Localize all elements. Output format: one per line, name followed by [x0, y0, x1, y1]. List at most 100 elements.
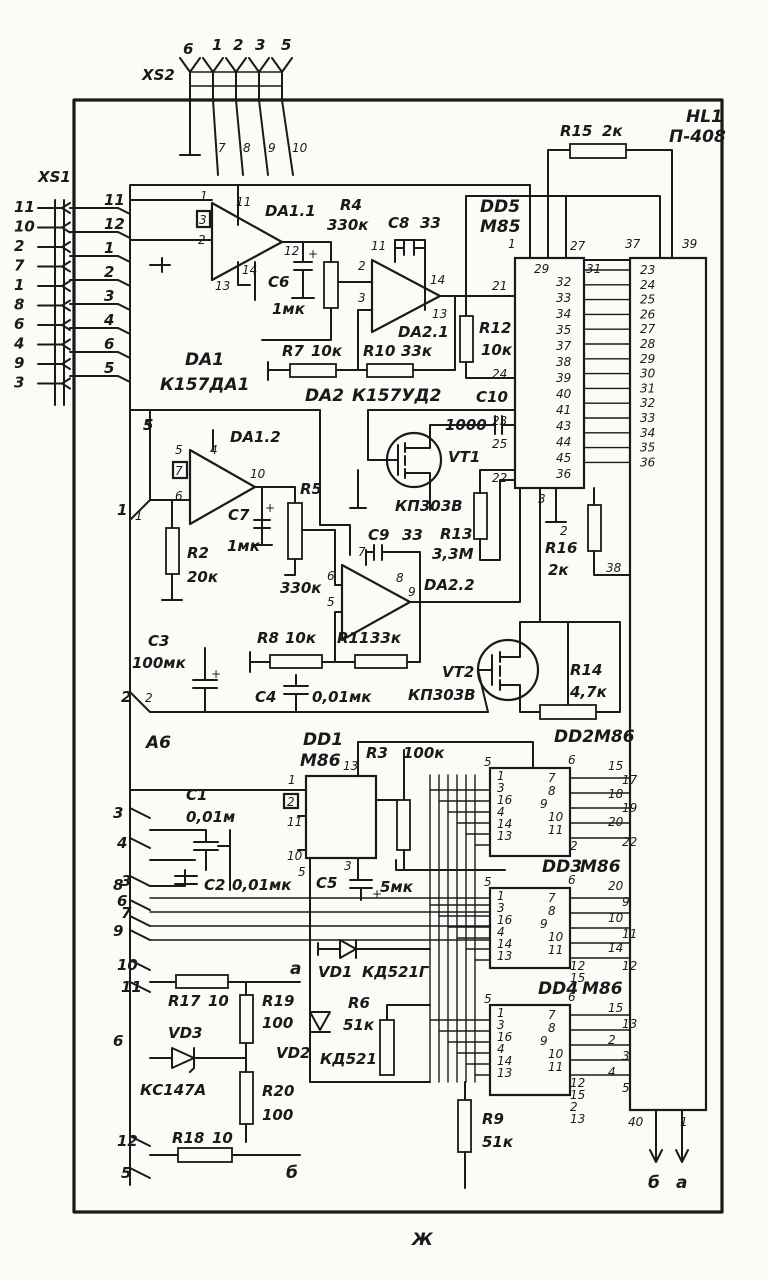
xs1-inner-pin: 4 [103, 311, 114, 329]
dd5-left-pin: 23 [492, 414, 507, 428]
dd-pin: 11 [548, 943, 563, 957]
da2-2-pin-6: 6 [327, 569, 335, 583]
r8-name: R8 [257, 629, 279, 647]
board-edge-pin: 2 [121, 688, 131, 706]
hl1-left-pin: 31 [640, 381, 655, 395]
r5-value: 330к [280, 579, 322, 597]
board-outline [72, 98, 724, 1214]
opamp-da1-1: 3 1 2 11 12 14 13 DA1.1 [195, 189, 316, 293]
board-edge-pin: 3 [113, 804, 123, 822]
hl1-dd-pin: 20 [608, 879, 624, 893]
dd5-left-pin: 1 [508, 237, 516, 251]
xs1-outer-pin: 1 [14, 276, 24, 294]
vd1-name: VD1 [318, 963, 353, 981]
dd-pin: 5 [484, 992, 492, 1006]
r16-name: R16 [545, 539, 577, 557]
dd-pin: 1 [497, 1006, 505, 1020]
r10-name: R10 [363, 342, 395, 360]
hl1-dd-pin: 2 [608, 1033, 616, 1047]
hl1-dd-pin: 4 [608, 1065, 616, 1079]
hl1-dd-pin: 17 [622, 773, 638, 787]
resistor-r4 [323, 261, 339, 309]
dd1-pin-11: 11 [287, 815, 302, 829]
output-a-left: а [290, 959, 301, 979]
dd1-pin-10: 10 [287, 849, 303, 863]
dd-pin: 16 [497, 913, 513, 927]
dd5-name: DD5 [480, 197, 520, 217]
hl1-left-pin: 33 [640, 411, 655, 425]
hl1-dd-pin: 9 [622, 895, 630, 909]
xs2-wire-8: 8 [243, 141, 251, 155]
hl1-dd-pin: 14 [608, 941, 623, 955]
board-edge-pin: 10 [117, 956, 138, 974]
hl1-dd-pin: 3 [622, 1049, 630, 1063]
vd1-type: КД521Г [362, 963, 430, 981]
r15-name: R15 [560, 122, 592, 140]
hl1-dd-pin: 13 [622, 1017, 637, 1031]
dd5-left-pin: 21 [492, 279, 507, 293]
vd3-name: VD3 [168, 1024, 203, 1042]
resistor-r17 [175, 974, 229, 989]
r10-value: 33к [401, 342, 433, 360]
xs2-wire-7: 7 [218, 141, 226, 155]
c6-plus: + [308, 247, 318, 261]
vd2-name: VD2 [276, 1044, 311, 1062]
r2-name: R2 [187, 544, 209, 562]
xs1-label: XS1 [37, 168, 71, 186]
edge-trace [129, 981, 151, 993]
hl1-dd-pin: 15 [608, 1001, 623, 1015]
dd-pin: 15 [570, 971, 585, 985]
xs1-wire [69, 303, 131, 311]
board-num-2: 2 [145, 691, 153, 705]
dd-pin: 15 [570, 1088, 585, 1102]
da1-type: К157ДА1 [160, 375, 250, 395]
xs1-wire [69, 375, 131, 383]
dd5-left-pin: 24 [492, 367, 507, 381]
r4-value: 330к [327, 216, 369, 234]
bottom-label: Ж [411, 1230, 434, 1250]
c1-value: 0,01м [186, 808, 235, 826]
dd5-right-pin: 36 [556, 467, 572, 481]
resistor-r13 [473, 492, 488, 540]
xs2-wire-10: 10 [292, 141, 308, 155]
edge-trace [129, 837, 151, 849]
dd5-right-pin: 37 [556, 339, 572, 353]
dd1-pin-3: 3 [344, 859, 352, 873]
ic-dd3 [488, 886, 572, 970]
xs1-inner-pin: 3 [104, 287, 114, 305]
c3-plus: + [211, 667, 221, 681]
board-edge-pin: 4 [116, 834, 127, 852]
hl1-left-pin: 32 [640, 396, 655, 410]
da1-2-label: DA1.2 [230, 428, 281, 446]
hl1-left-pin: 36 [640, 455, 656, 469]
r9-value: 51к [482, 1133, 514, 1151]
da1-1-pin-13: 13 [215, 279, 230, 293]
r6-value: 51к [343, 1016, 375, 1034]
ic-dd5 [513, 256, 586, 490]
xs2-pin-2: 2 [233, 36, 243, 54]
hl1-left-pin: 38 [606, 561, 622, 575]
xs1-outer-pin: 7 [14, 257, 25, 275]
edge-trace [129, 915, 151, 927]
resistor-r12 [459, 315, 474, 363]
da2-2-label: DA2.2 [424, 576, 475, 594]
xs1-outer-pin: 8 [14, 296, 24, 314]
dd2-name: DD2 [554, 727, 594, 747]
r2-value: 20к [187, 568, 219, 586]
hl1-dd-pin: 10 [608, 911, 624, 925]
dd5-type: М85 [480, 217, 521, 237]
xs1-wire [69, 231, 131, 239]
edge-trace [129, 899, 151, 911]
dd-pin: 9 [540, 1034, 548, 1048]
r11-value: 33к [370, 629, 402, 647]
r14-value: 4,7к [569, 683, 608, 701]
indicator-hl1 [628, 256, 708, 1112]
connector-xs2: XS2 6 1 2 3 5 7 8 9 10 [141, 36, 308, 176]
da2-type: К157УД2 [352, 386, 441, 406]
c8-value: 33 [420, 214, 441, 232]
opamp-da2-2: 7 6 5 8 9 DA2.2 [327, 545, 475, 642]
dd-pin: 13 [497, 1066, 512, 1080]
dd5-bottom-pin: 3 [538, 492, 546, 506]
